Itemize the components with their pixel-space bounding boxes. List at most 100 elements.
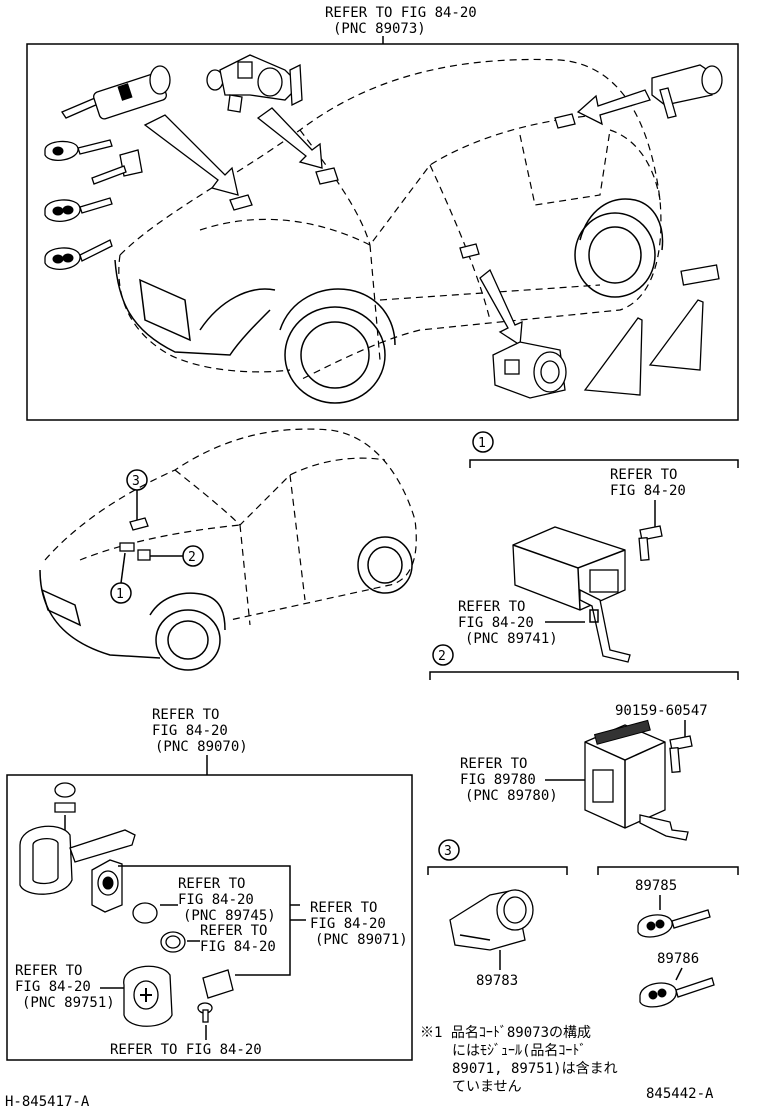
refer-label: REFER TO [200, 923, 267, 939]
refer-pnc-label: (PNC 89745) [183, 908, 276, 924]
cap-icon [54, 782, 76, 798]
module-bracket [579, 588, 631, 663]
section-2-bracket [429, 671, 739, 680]
top-frame [26, 43, 739, 421]
spring-icon [54, 802, 76, 813]
refer-label: REFER TO [310, 900, 377, 916]
section-2: 2 90159-60547 REFER TO FIG 89780 (PNC 89… [429, 644, 739, 841]
lock-cylinder-icon [91, 859, 123, 913]
key-plate [648, 299, 704, 371]
rear-door-lock-cylinder [651, 64, 723, 119]
key-part-number: 89786 [657, 951, 699, 967]
refer-label: REFER TO [178, 876, 245, 892]
callout-1-label: 1 [116, 587, 124, 602]
refer-label: REFER TO FIG 84-20 [110, 1042, 262, 1058]
section-1-badge-label: 1 [478, 436, 486, 451]
refer-label: REFER TO [460, 756, 527, 772]
front-wheel [155, 609, 221, 671]
refer-fig-label: FIG 84-20 [200, 939, 276, 955]
part-number-label: 89783 [476, 973, 518, 989]
top-panel: REFER TO FIG 84-20 (PNC 89073) [26, 5, 739, 421]
key-plate [583, 317, 643, 396]
refer-label: REFER TO [15, 963, 82, 979]
refer-pnc-label: (PNC 89780) [465, 788, 558, 804]
refer-label: REFER TO [152, 707, 219, 723]
keys-section: 89785 89786 [597, 866, 739, 1008]
section-1: 1 REFER TO FIG 84-20 REFER TO FIG 84-20 … [458, 431, 739, 663]
drawing-code-right: 845442-A [646, 1086, 714, 1102]
car-outline-small: 3 2 1 [39, 428, 417, 671]
lock-marker [229, 194, 253, 211]
lock-marker [554, 113, 576, 129]
refer-label: REFER TO [610, 467, 677, 483]
arrow-indicator [479, 268, 523, 347]
key-control-module [512, 526, 626, 611]
front-wheel [284, 306, 386, 404]
lock-marker [459, 243, 480, 259]
ignition-switch-assembly [206, 54, 303, 113]
top-pnc-label: (PNC 89073) [333, 21, 426, 37]
lock-marker [315, 167, 339, 185]
section-3-badge-label: 3 [444, 844, 452, 859]
note-line-1: ※1 品名ｺｰﾄﾞ89073の構成 [420, 1025, 591, 1041]
refer-fig-label: FIG 84-20 [310, 916, 386, 932]
footnote: ※1 品名ｺｰﾄﾞ89073の構成 にはﾓｼﾞｭｰﾙ(品名ｺｰﾄﾞ 89071,… [420, 1025, 618, 1095]
key-blank-icon [91, 149, 143, 185]
receiver-module [584, 719, 689, 841]
drawing-code-left: H-845417-A [5, 1094, 90, 1110]
refer-fig-label: FIG 84-20 [458, 615, 534, 631]
key-icon [639, 977, 715, 1008]
note-line-2: にはﾓｼﾞｭｰﾙ(品名ｺｰﾄﾞ [452, 1043, 586, 1059]
section-2-badge-label: 2 [438, 649, 446, 664]
callout-2-label: 2 [188, 550, 196, 565]
part-number-label: 90159-60547 [615, 703, 708, 719]
bolt-icon [669, 735, 693, 774]
keys-bracket [597, 866, 739, 875]
refer-fig-label: FIG 84-20 [178, 892, 254, 908]
section-2-badge [432, 644, 454, 666]
refer-label: REFER TO [458, 599, 525, 615]
section-1-bracket [469, 459, 739, 468]
key-icon [637, 909, 711, 938]
callout-3-label: 3 [132, 474, 140, 489]
key-icon [44, 197, 113, 222]
refer-pnc-label: (PNC 89071) [315, 932, 408, 948]
note-line-3: 89071, 89751)は含まれ [452, 1061, 618, 1077]
arrow-indicator [143, 114, 239, 196]
key-assembly-panel: REFER TO FIG 84-20 (PNC 89070) [6, 707, 413, 1061]
refer-fig-label: FIG 84-20 [152, 723, 228, 739]
door-lock-cylinder [492, 341, 567, 399]
grille [139, 278, 191, 342]
transponder-amplifier [449, 889, 534, 951]
refer-pnc-label: (PNC 89741) [465, 631, 558, 647]
washer-icon [132, 902, 158, 924]
bolt-icon [638, 525, 663, 562]
transponder-chip [680, 264, 720, 286]
section-3-bracket [427, 866, 568, 875]
top-refer-label: REFER TO FIG 84-20 [325, 5, 477, 21]
rear-wheel [357, 536, 413, 594]
key-icon [44, 139, 113, 161]
refer-pnc-label: (PNC 89070) [155, 739, 248, 755]
lock-marker [129, 517, 149, 531]
section-1-badge [472, 431, 494, 453]
arrow-indicator [576, 89, 651, 126]
arrow-indicator [256, 107, 323, 169]
key-part-number: 89785 [635, 878, 677, 894]
refer-fig-label: FIG 84-20 [610, 483, 686, 499]
refer-fig-label: FIG 89780 [460, 772, 536, 788]
section-3-badge [438, 839, 460, 861]
transponder-module-icon [202, 969, 234, 999]
screw-icon [197, 1002, 213, 1023]
note-line-4: ていません [452, 1079, 522, 1095]
key-head-icon [19, 825, 136, 895]
refer-pnc-label: (PNC 89751) [22, 995, 115, 1011]
module-marker [119, 542, 135, 552]
rear-wheel [574, 212, 656, 298]
refer-fig-label: FIG 84-20 [15, 979, 91, 995]
key-icon [44, 239, 113, 270]
key-assembly-frame [6, 774, 413, 1061]
section-3: 3 89783 [427, 839, 568, 989]
lock-cylinder-top-left [61, 65, 171, 120]
